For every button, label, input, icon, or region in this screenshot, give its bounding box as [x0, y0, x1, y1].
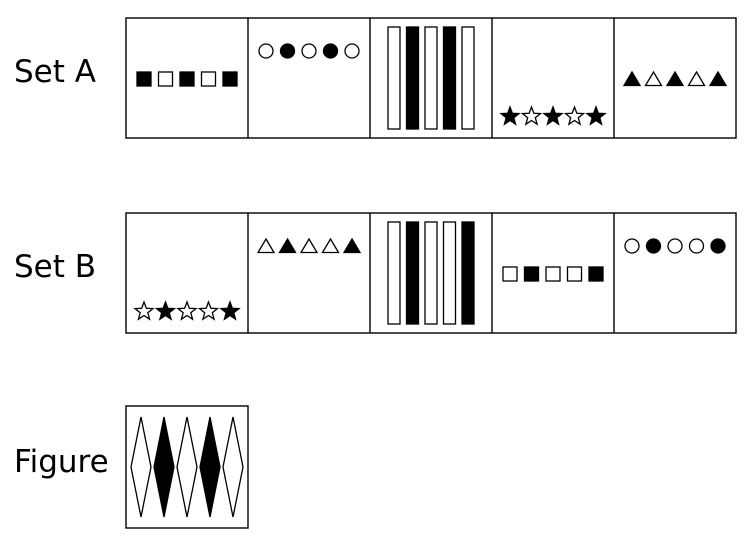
- star-shape: [499, 105, 521, 126]
- circle-shape: [344, 43, 360, 59]
- bar-shape: [387, 221, 401, 325]
- triangle-shape: [321, 237, 340, 254]
- circle-shape: [258, 43, 274, 59]
- circle-shape: [645, 238, 662, 254]
- circle-shape: [322, 43, 339, 59]
- set-b-cell-5: [624, 238, 726, 254]
- star-shape: [219, 300, 241, 321]
- triangle-shape: [644, 70, 663, 87]
- bar-shape: [461, 26, 475, 130]
- bar-shape: [442, 221, 457, 325]
- triangle-shape: [665, 70, 685, 87]
- star-shape: [133, 300, 155, 321]
- bar-shape: [387, 26, 401, 130]
- square-shape: [545, 266, 561, 282]
- triangle-shape: [622, 70, 642, 87]
- star-shape: [563, 105, 586, 126]
- square-shape: [502, 266, 518, 282]
- bar-shape: [405, 26, 420, 130]
- bar-shape: [424, 221, 438, 325]
- set-a-cell-4: [499, 105, 607, 126]
- set-a-cell-2: [258, 43, 360, 59]
- triangle-shape: [687, 70, 706, 87]
- star-shape: [176, 300, 198, 321]
- set-a-label: Set A: [14, 54, 96, 90]
- diamond-shape: [130, 416, 152, 518]
- square-shape: [136, 71, 152, 87]
- set-b-cell-2: [256, 237, 362, 254]
- figure-label: Figure: [14, 444, 109, 480]
- star-shape: [542, 105, 564, 126]
- circle-shape: [667, 238, 683, 254]
- square-shape: [157, 71, 174, 87]
- square-shape: [179, 71, 195, 87]
- triangle-shape: [342, 237, 362, 254]
- triangle-shape: [299, 237, 319, 254]
- set-b-cell-1: [133, 300, 241, 321]
- circle-shape: [279, 43, 296, 59]
- diamond-shape: [199, 416, 221, 518]
- set-a-cell-1: [136, 71, 238, 87]
- figure-cell: [130, 416, 244, 518]
- circle-shape: [301, 43, 317, 59]
- set-b-label: Set B: [14, 249, 97, 285]
- triangle-shape: [278, 237, 297, 254]
- circle-shape: [688, 238, 705, 254]
- diamond-shape: [153, 416, 175, 518]
- square-shape: [588, 266, 604, 282]
- star-shape: [520, 105, 543, 126]
- bar-shape: [405, 221, 420, 325]
- set-b-cell-3: [387, 221, 475, 325]
- set-a-cell-5: [622, 70, 728, 87]
- diamond-shape: [222, 416, 244, 518]
- square-shape: [523, 266, 540, 282]
- square-shape: [566, 266, 583, 282]
- star-shape: [154, 300, 177, 321]
- bar-shape: [424, 26, 438, 130]
- star-shape: [585, 105, 607, 126]
- square-shape: [222, 71, 238, 87]
- triangle-shape: [256, 237, 276, 254]
- diamond-shape: [176, 416, 198, 518]
- triangle-shape: [708, 70, 728, 87]
- set-a-cell-3: [387, 26, 475, 130]
- bar-shape: [461, 221, 475, 325]
- square-shape: [200, 71, 217, 87]
- circle-shape: [710, 238, 726, 254]
- bar-shape: [442, 26, 457, 130]
- star-shape: [197, 300, 220, 321]
- set-b-cell-4: [502, 266, 604, 282]
- circle-shape: [624, 238, 640, 254]
